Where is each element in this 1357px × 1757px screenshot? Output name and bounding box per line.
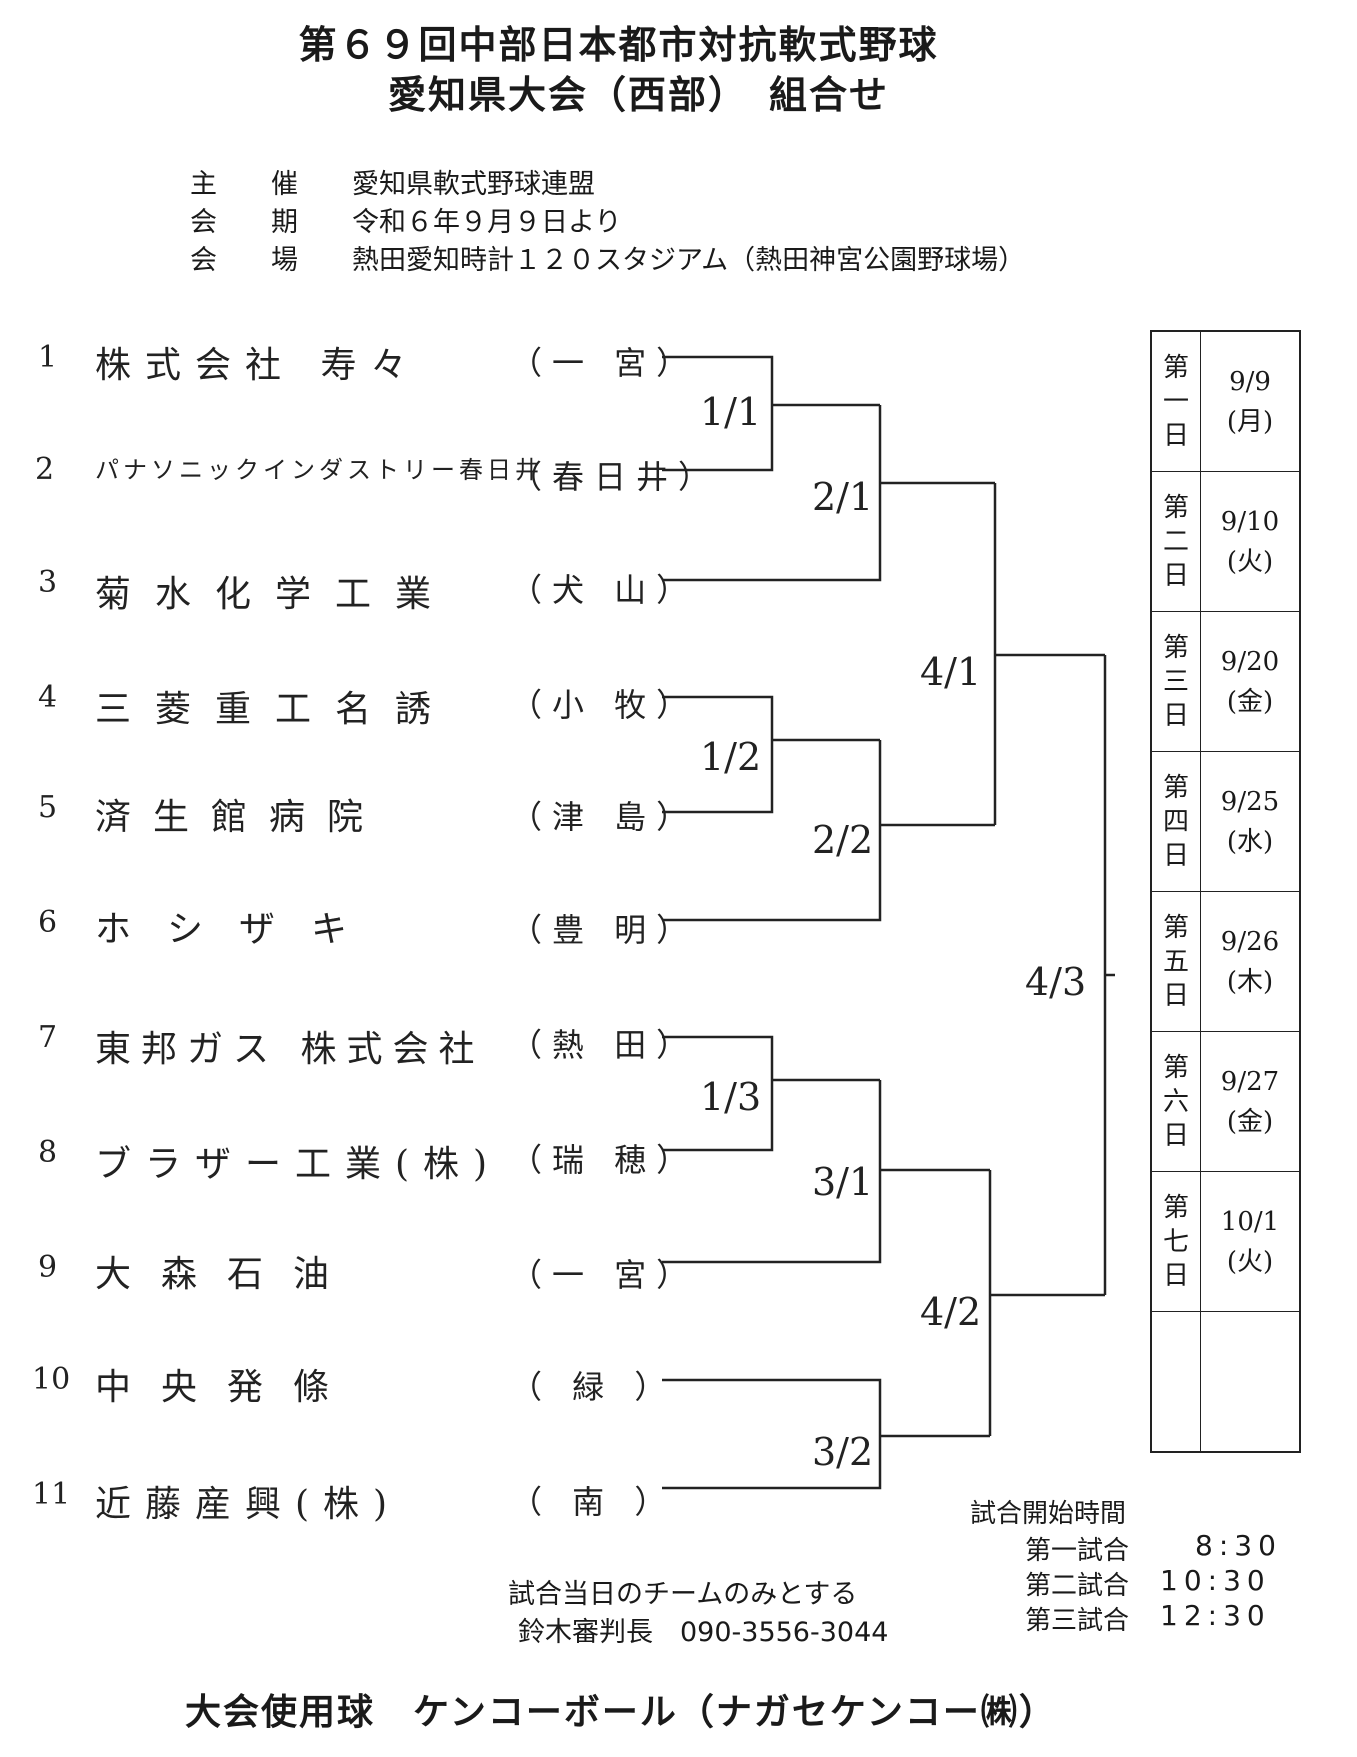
match-label-3-2: 3/2	[812, 1430, 874, 1474]
bracket-line	[662, 355, 774, 472]
title-line-2: 愛知県大会（西部） 組合せ	[387, 73, 889, 117]
team-city: （ 緑 ）	[510, 1368, 677, 1406]
note-line-2: 鈴木審判長 090-3556-3044	[518, 1617, 889, 1648]
match-label-1-3: 1/3	[700, 1075, 762, 1119]
team-name: 東邦ガス 株式会社	[95, 1029, 485, 1070]
team-city: （瑞 穂）	[510, 1141, 699, 1179]
info-value-period: 令和６年９月９日より	[352, 207, 622, 238]
match-label-4-2: 4/2	[920, 1290, 982, 1334]
match-label-4-1: 4/1	[920, 650, 982, 694]
schedule-date: 9/25(水)	[1200, 751, 1301, 892]
team-city: （犬 山）	[510, 571, 699, 609]
schedule-row: 第四日 9/25(水)	[1150, 751, 1301, 892]
note-line-1: 試合当日のチームのみとする	[508, 1579, 858, 1610]
schedule-date: 9/9(月)	[1200, 330, 1301, 472]
schedule-date: 9/27(金)	[1200, 1031, 1301, 1172]
team-city: （豊 明）	[510, 911, 699, 949]
bracket-line	[662, 695, 774, 814]
team-number: 8	[38, 1135, 58, 1170]
team-number: 6	[38, 905, 58, 940]
schedule-date: 9/20(金)	[1200, 611, 1301, 752]
bracket-line	[662, 1378, 882, 1490]
schedule-day: 第三日	[1150, 611, 1201, 752]
start-time-label: 第三試合	[1025, 1606, 1130, 1636]
team-number: 3	[38, 565, 58, 600]
team-name: 中央発條	[95, 1367, 360, 1408]
schedule-row: 第五日 9/26(木)	[1150, 891, 1301, 1032]
team-name: ブラザー工業(株)	[95, 1144, 502, 1185]
bracket-line	[662, 405, 882, 582]
start-time-value: 10:30	[1160, 1564, 1271, 1597]
team-number: 7	[38, 1020, 58, 1055]
start-times-title: 試合開始時間	[970, 1499, 1127, 1529]
team-number: 5	[38, 790, 58, 825]
schedule-day: 第五日	[1150, 891, 1201, 1032]
schedule-day: 第四日	[1150, 751, 1201, 892]
schedule-day	[1150, 1311, 1201, 1453]
schedule-row: 第二日 9/10(火)	[1150, 471, 1301, 612]
team-name: 三菱重工名誘	[95, 689, 456, 730]
schedule-date: 9/10(火)	[1200, 471, 1301, 612]
schedule-row: 第一日 9/9(月)	[1150, 330, 1301, 472]
team-number: 1	[38, 340, 58, 375]
team-number: 9	[38, 1250, 58, 1285]
start-time-label: 第一試合	[1025, 1536, 1130, 1566]
start-time-value: 8:30	[1195, 1529, 1282, 1562]
team-city: （小 牧）	[510, 686, 699, 724]
schedule-date	[1200, 1311, 1301, 1453]
match-label-4-3: 4/3	[1025, 960, 1087, 1004]
team-name: 近藤産興(株)	[95, 1484, 402, 1525]
team-name: パナソニックインダストリー春日井	[95, 456, 543, 484]
match-label-1-2: 1/2	[700, 735, 762, 779]
schedule-day: 第七日	[1150, 1171, 1201, 1312]
match-label-3-1: 3/1	[812, 1160, 874, 1204]
match-label-2-1: 2/1	[812, 475, 874, 519]
team-number: 2	[35, 452, 55, 487]
team-city: （熱 田）	[510, 1026, 699, 1064]
info-value-organizer: 愛知県軟式野球連盟	[352, 169, 595, 200]
team-number: 4	[38, 680, 58, 715]
team-name: ホシザキ	[95, 909, 384, 950]
team-name: 菊水化学工業	[95, 574, 456, 615]
schedule-day: 第一日	[1150, 330, 1201, 472]
match-label-2-2: 2/2	[812, 818, 874, 862]
start-time-label: 第二試合	[1025, 1571, 1130, 1601]
team-city: （春日井）	[510, 458, 721, 496]
schedule-date: 10/1(火)	[1200, 1171, 1301, 1312]
bracket-line	[662, 1080, 882, 1264]
schedule-row: 第三日 9/20(金)	[1150, 611, 1301, 752]
bracket-line	[662, 1035, 774, 1152]
team-city: （ 南 ）	[510, 1483, 677, 1521]
team-name: 大森石油	[95, 1254, 360, 1295]
schedule-row: 第六日 9/27(金)	[1150, 1031, 1301, 1172]
match-label-1-1: 1/1	[700, 390, 762, 434]
team-name: 済生館病院	[95, 797, 386, 838]
schedule-row	[1150, 1311, 1301, 1453]
info-value-venue: 熱田愛知時計１２０スタジアム（熱田神宮公園野球場）	[352, 245, 1026, 276]
start-time-value: 12:30	[1160, 1599, 1271, 1632]
team-number: 11	[32, 1477, 71, 1512]
team-city: （一 宮）	[510, 1256, 699, 1294]
team-city: （一 宮）	[510, 344, 699, 382]
schedule-date: 9/26(木)	[1200, 891, 1301, 1032]
info-label-venue: 会 場	[190, 245, 298, 276]
info-label-organizer: 主 催	[190, 169, 298, 200]
info-label-period: 会 期	[190, 207, 298, 238]
team-number: 10	[32, 1362, 71, 1397]
schedule-table: 第一日 9/9(月) 第二日 9/10(火) 第三日 9/20(金) 第四日 9…	[1150, 330, 1301, 1453]
title-line-1: 第６９回中部日本都市対抗軟式野球	[298, 23, 939, 67]
schedule-day: 第六日	[1150, 1031, 1201, 1172]
team-city: （津 島）	[510, 798, 699, 836]
bracket-line	[662, 740, 882, 922]
team-name: 株式会社 寿々	[95, 345, 421, 386]
footer-ball: 大会使用球 ケンコーボール（ナガセケンコー㈱）	[185, 1692, 1057, 1733]
schedule-row: 第七日 10/1(火)	[1150, 1171, 1301, 1312]
schedule-day: 第二日	[1150, 471, 1201, 612]
